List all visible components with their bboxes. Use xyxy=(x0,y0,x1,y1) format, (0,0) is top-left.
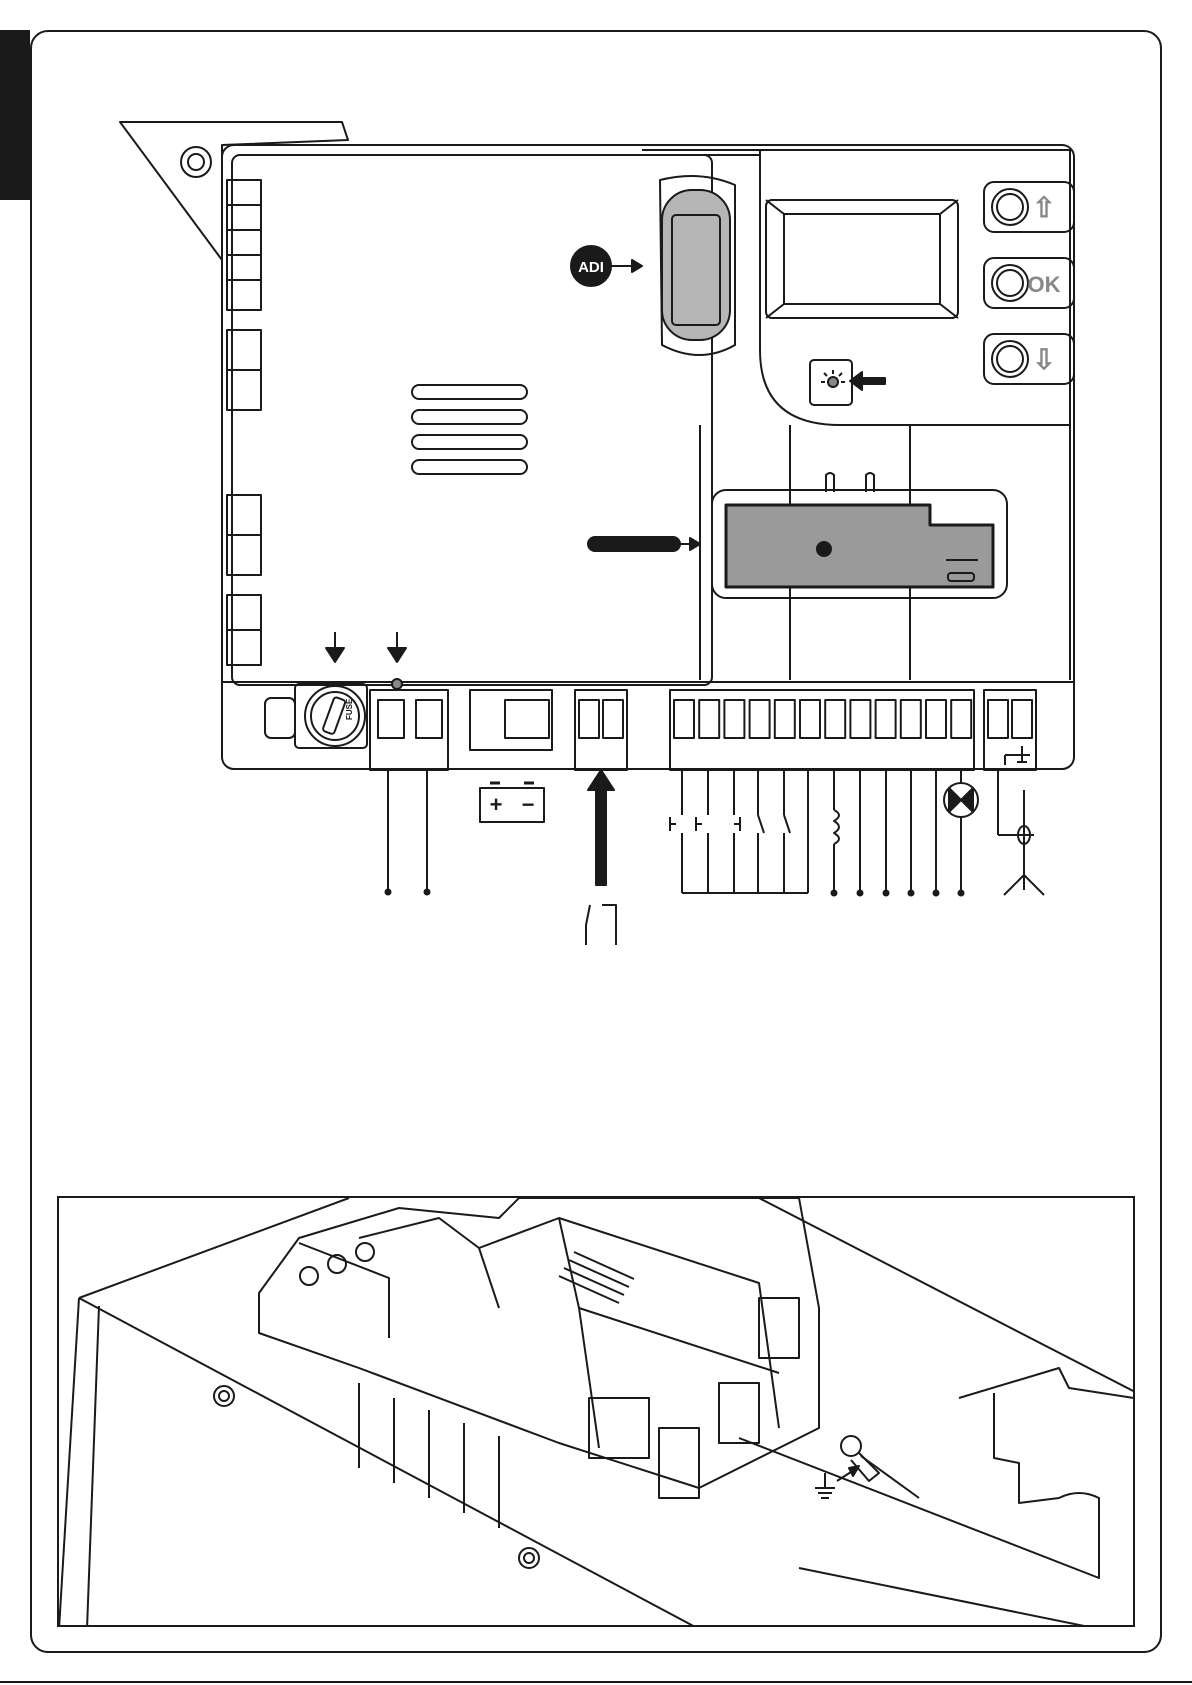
board-housing xyxy=(222,145,1074,769)
flashing-lamp-icon xyxy=(944,783,978,817)
battery-plus: + xyxy=(490,792,503,817)
wire-end-dot xyxy=(934,891,939,896)
adi-socket xyxy=(660,176,735,355)
wire-end-dot xyxy=(858,891,863,896)
battery-minus: − xyxy=(522,792,535,817)
wire-end-dot xyxy=(884,891,889,896)
wire-end-dot xyxy=(909,891,914,896)
ok-label: OK xyxy=(1028,272,1061,297)
installation-drawing xyxy=(59,1198,1135,1627)
fuse-label: FUSE xyxy=(345,698,354,720)
page-bottom-rule xyxy=(0,1681,1192,1683)
installation-illustration xyxy=(57,1196,1135,1627)
battery-icon: + − xyxy=(480,783,544,822)
limit-switch-input xyxy=(586,770,616,945)
wire-end-dot xyxy=(832,891,837,896)
arrow-down-icon: ⇩ xyxy=(1032,344,1055,375)
control-input-wires xyxy=(670,770,961,893)
control-board-diagram: ADI ⇧ OK ⇩ xyxy=(0,0,1192,1190)
power-wires xyxy=(386,770,430,895)
arrow-up-icon: ⇧ xyxy=(1032,192,1055,223)
adi-logo-text: ADI xyxy=(578,259,604,276)
wire-ends xyxy=(832,891,964,896)
wire-end-dot xyxy=(959,891,964,896)
